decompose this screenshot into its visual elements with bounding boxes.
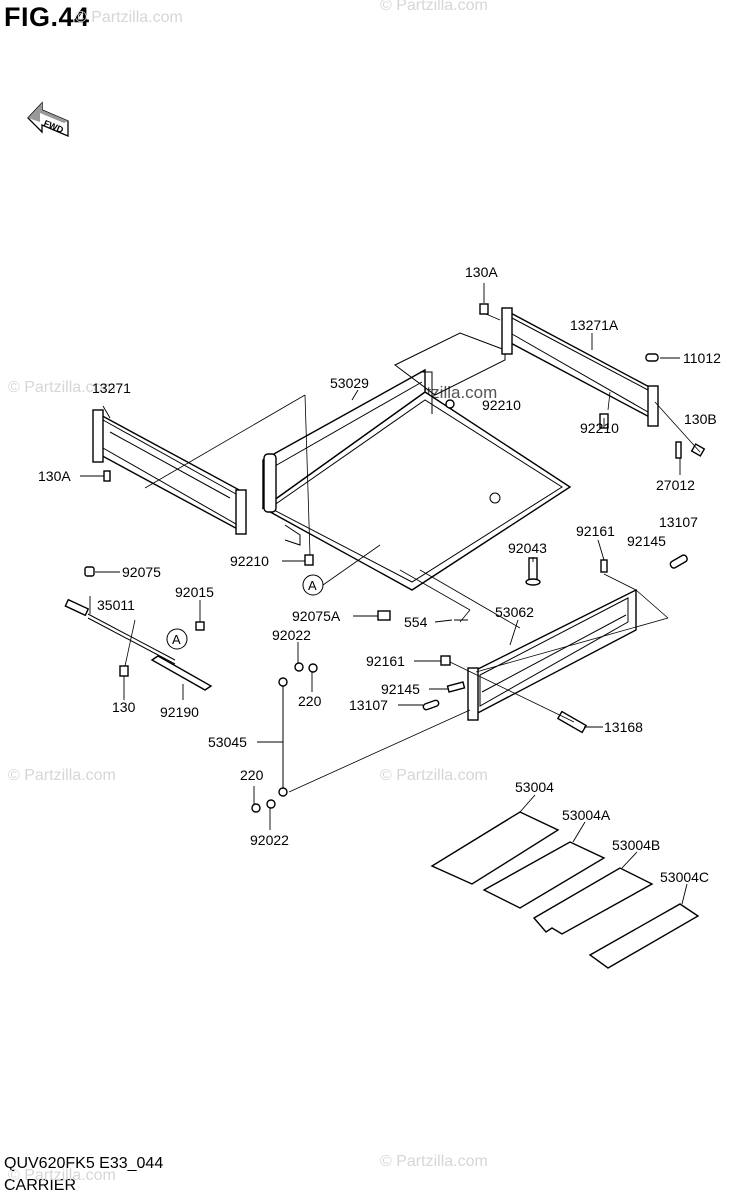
watermark: © Partzilla.com	[380, 0, 488, 14]
part-label: 27012	[656, 477, 695, 493]
part-label: 92015	[175, 584, 214, 600]
watermark: © Partzilla.com	[75, 9, 183, 26]
part-label: 13271	[92, 380, 131, 396]
part-label: 554	[404, 614, 428, 630]
rear-gate	[467, 588, 637, 721]
carrier-bed	[261, 332, 572, 591]
part-label: 53062	[495, 604, 534, 620]
side-gate-right	[501, 307, 659, 427]
part-label: 35011	[97, 597, 135, 613]
part-label: 92210	[230, 553, 269, 569]
part-labels: 130A 13271A 11012 53029 92210 92210 130B…	[38, 264, 721, 885]
part-label: 53029	[330, 375, 369, 391]
part-label: 92161	[366, 653, 405, 669]
part-label: 220	[298, 693, 322, 709]
ref-marker-a	[166, 628, 188, 650]
svg-text:A: A	[172, 632, 181, 647]
watermark: © Partzilla.com	[8, 767, 116, 784]
part-label: 92145	[627, 533, 666, 549]
leader-lines	[80, 283, 688, 905]
watermarks: © Partzilla.com © Partzilla.com © Partzi…	[8, 0, 497, 1184]
part-label: 92161	[576, 523, 615, 539]
figure-name: CARRIER	[4, 1177, 77, 1194]
fwd-arrow-icon: FWD	[27, 101, 69, 137]
figure-title: FIG.44	[4, 2, 90, 32]
part-label: 53004B	[612, 837, 660, 853]
part-label: 130	[112, 699, 136, 715]
part-label: 11012	[683, 350, 721, 366]
part-label: 92022	[272, 627, 311, 643]
model-code: QUV620FK5 E33_044	[4, 1155, 164, 1172]
side-gate-left	[92, 409, 247, 535]
part-label: 53004C	[660, 869, 709, 885]
part-label: 92043	[508, 540, 547, 556]
watermark: © Partzilla.com	[380, 767, 488, 784]
watermark: © Partzilla.com	[8, 1167, 116, 1184]
part-label: 92210	[482, 397, 521, 413]
part-label: 130A	[465, 264, 498, 280]
part-label: 92190	[160, 704, 199, 720]
watermark: © Partzilla.com	[380, 1153, 488, 1170]
part-label: 13168	[604, 719, 643, 735]
part-label: 92210	[580, 420, 619, 436]
part-label: 92075A	[292, 608, 341, 624]
part-label: 53045	[208, 734, 247, 750]
part-label: 92075	[122, 564, 161, 580]
part-label: 53004A	[562, 807, 611, 823]
part-label: 220	[240, 767, 264, 783]
part-label: 92145	[381, 681, 420, 697]
part-label: 53004	[515, 779, 554, 795]
part-label: 92022	[250, 832, 289, 848]
part-label: 13107	[349, 697, 388, 713]
part-label: 130A	[38, 468, 71, 484]
part-label: 13271A	[570, 317, 619, 333]
svg-text:A: A	[308, 578, 317, 593]
watermark: © Partzilla.com	[8, 379, 116, 396]
floor-mats	[430, 811, 700, 969]
part-label: 130B	[684, 411, 717, 427]
part-label: 13107	[659, 514, 698, 530]
assembly-lines	[124, 313, 701, 793]
